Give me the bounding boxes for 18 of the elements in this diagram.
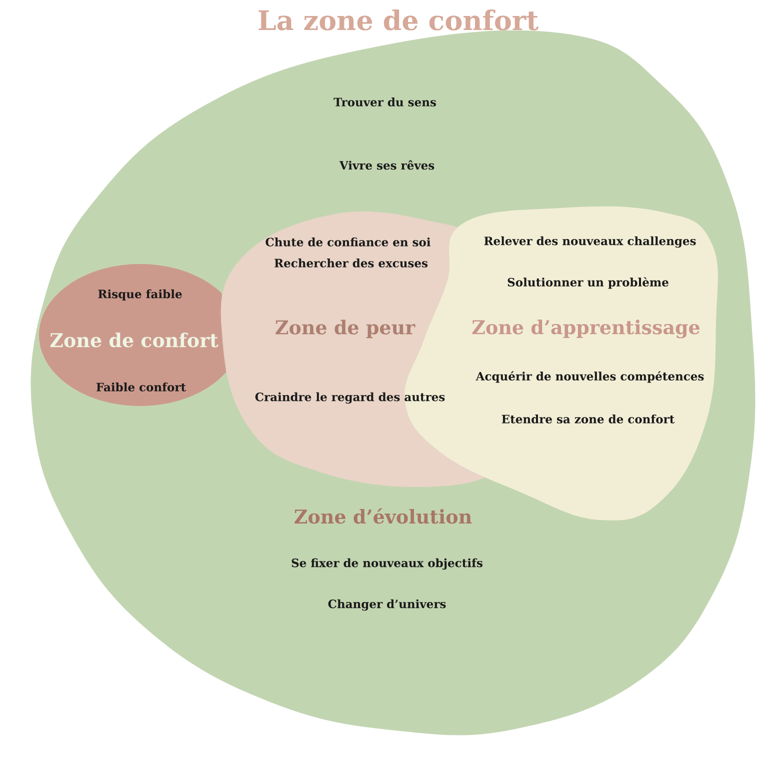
zone-title: Zone de confort — [50, 332, 218, 348]
page-title: La zone de confort — [258, 10, 538, 30]
zone-item: Faible confort — [96, 382, 186, 392]
zone-title: Zone d’apprentissage — [472, 320, 700, 338]
zone-item: Solutionner un problème — [508, 277, 668, 289]
zone-title: Zone de peur — [276, 320, 416, 338]
zone-item: Acquérir de nouvelles compétences — [476, 371, 704, 383]
zone-item: Risque faible — [98, 289, 182, 301]
zone-item: Se fixer de nouveaux objectifs — [292, 558, 482, 570]
zone-item: Etendre sa zone de confort — [502, 414, 675, 424]
zone-item: Relever des nouveaux challenges — [484, 236, 696, 248]
zone-item: Changer d’univers — [328, 599, 446, 611]
zone-item: Chute de confiance en soi — [266, 238, 430, 246]
zone-item: Trouver du sens — [334, 98, 436, 106]
zone-item: Rechercher des excuses — [274, 258, 428, 268]
zone-item: Vivre ses rêves — [339, 160, 434, 170]
zone-title: Zone d’évolution — [294, 508, 472, 524]
zone-item: Craindre le regard des autres — [255, 392, 445, 404]
